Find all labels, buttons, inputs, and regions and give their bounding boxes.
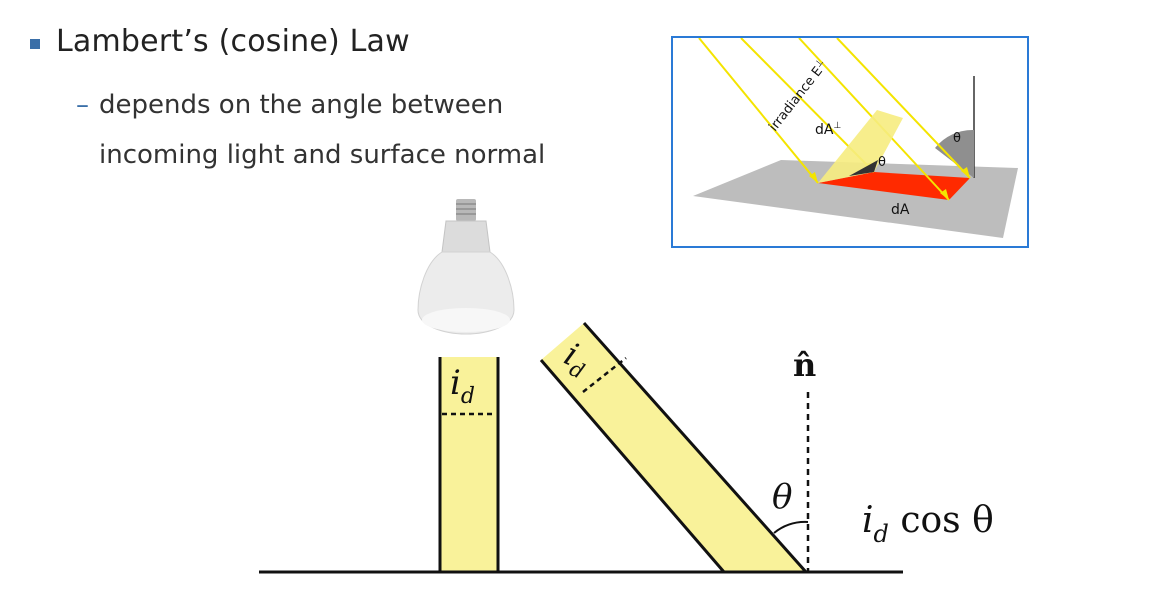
sub-bullet-line-2: incoming light and surface normal <box>99 140 546 170</box>
inset-red-patch <box>818 172 970 200</box>
inset-theta-wedge <box>935 129 974 178</box>
slanted-beam-width-marker <box>582 357 627 393</box>
inset-arrowhead-3 <box>940 189 949 200</box>
slanted-beam-left-edge <box>539 359 726 573</box>
slide-heading: Lambert’s (cosine) Law <box>56 24 410 59</box>
inset-patch-theta-wedge <box>849 160 878 176</box>
bulb-screw-base <box>456 199 476 221</box>
bulb-neck <box>441 220 491 253</box>
inset-ray-4 <box>836 38 971 179</box>
bullet-heading-row: Lambert’s (cosine) Law <box>30 24 410 59</box>
vertical-light-beam <box>440 357 498 571</box>
bullet-square-icon <box>30 38 40 49</box>
inset-ray-1 <box>698 38 819 184</box>
inset-svg: irradiance E⊥ dA⊥ θ θ dA <box>693 38 1018 238</box>
normal-n-hat-label: n̂ <box>793 346 816 384</box>
light-bulb-icon <box>417 199 515 335</box>
vertical-beam-i-d-label: id <box>450 363 475 409</box>
cosine-result-label: id cos θ <box>862 500 994 548</box>
dash-bullet-icon: – <box>76 90 89 120</box>
inset-dA-perp-label: dA⊥ <box>815 121 841 138</box>
theta-label: θ <box>772 477 792 517</box>
inset-dA-perp-panel <box>818 110 903 183</box>
sub-bullet-line-1: depends on the angle between <box>99 90 504 120</box>
inset-dA-label: dA <box>891 202 910 218</box>
slanted-light-beam <box>541 323 806 572</box>
slanted-beam-right-edge <box>582 322 808 573</box>
bulb-face <box>422 308 510 332</box>
bulb-screw-threads <box>456 203 476 215</box>
inset-arrowhead-4 <box>961 167 970 178</box>
inset-arrowhead-1 <box>809 172 818 183</box>
sub-bullet-row: – depends on the angle between incoming … <box>76 88 545 180</box>
sub-bullet-text: depends on the angle between incoming li… <box>99 80 545 180</box>
inset-theta-normal-label: θ <box>953 131 961 146</box>
theta-angle-arc <box>773 520 809 534</box>
inset-irradiance-figure: irradiance E⊥ dA⊥ θ θ dA <box>671 36 1029 248</box>
inset-theta-ray-label: θ <box>878 155 886 170</box>
